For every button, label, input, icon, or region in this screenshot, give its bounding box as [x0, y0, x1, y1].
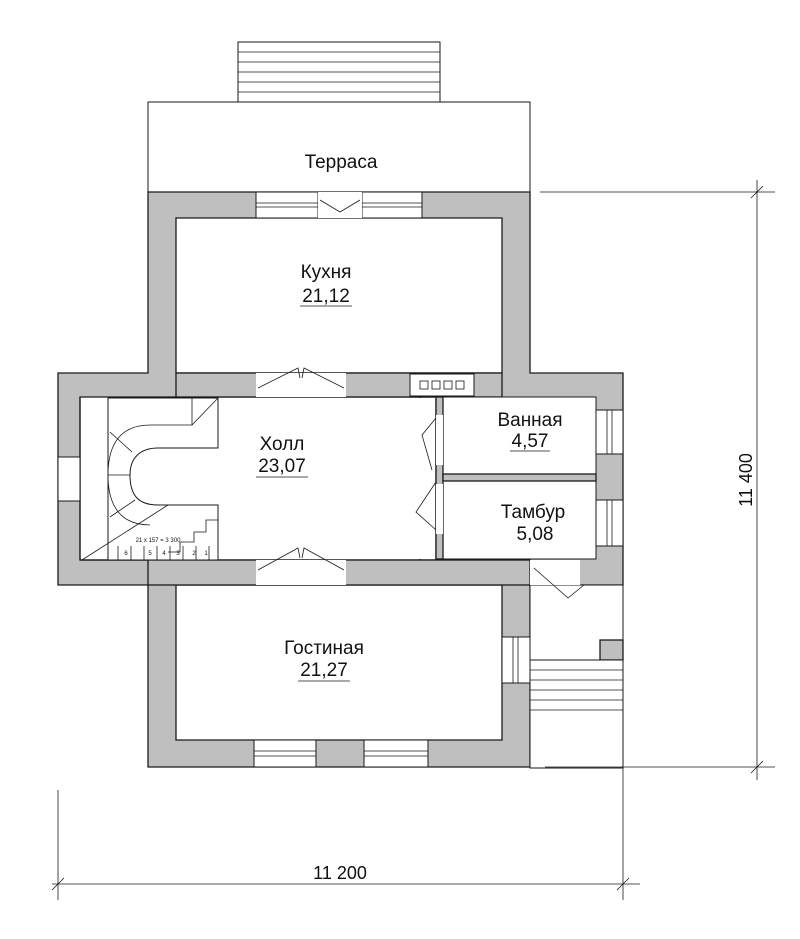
room-label-terrace: Терраса — [305, 152, 378, 173]
room-label-bathroom: Ванная — [497, 410, 562, 431]
room-label-kitchen: Кухня — [301, 262, 352, 283]
stair-step-6: 6 — [124, 551, 128, 557]
room-area-vestibule: 5,08 — [517, 524, 554, 545]
windows — [57, 191, 624, 768]
terrace-steps — [237, 41, 441, 103]
stair-step-2: 2 — [192, 551, 196, 557]
terrace-platform — [147, 101, 531, 193]
entrance-porch — [529, 584, 624, 769]
stair-step-1: 1 — [204, 551, 208, 557]
room-area-bathroom: 4,57 — [512, 431, 549, 452]
doors — [256, 192, 585, 599]
room-area-living-room: 21,27 — [300, 660, 348, 681]
kitchen-stove — [409, 373, 475, 397]
partition-bath-vestibule — [442, 473, 597, 482]
stair-step-5: 5 — [148, 551, 152, 557]
room-area-hall: 23,07 — [258, 456, 306, 477]
room-label-vestibule: Тамбур — [501, 502, 566, 523]
stair-step-3: 3 — [176, 551, 180, 557]
dimension-height — [540, 180, 775, 780]
dimension-height-label: 11 400 — [736, 453, 756, 507]
dimension-width — [51, 600, 640, 900]
dimension-width-label: 11 200 — [313, 863, 367, 883]
staircase — [81, 397, 219, 561]
room-label-hall: Холл — [260, 434, 305, 455]
stair-note: 21 x 157 = 3 300 — [136, 538, 182, 544]
room-label-living-room: Гостиная — [284, 638, 364, 659]
room-area-kitchen: 21,12 — [302, 286, 350, 307]
stair-step-4: 4 — [162, 551, 166, 557]
vestibule-floor — [442, 480, 597, 560]
